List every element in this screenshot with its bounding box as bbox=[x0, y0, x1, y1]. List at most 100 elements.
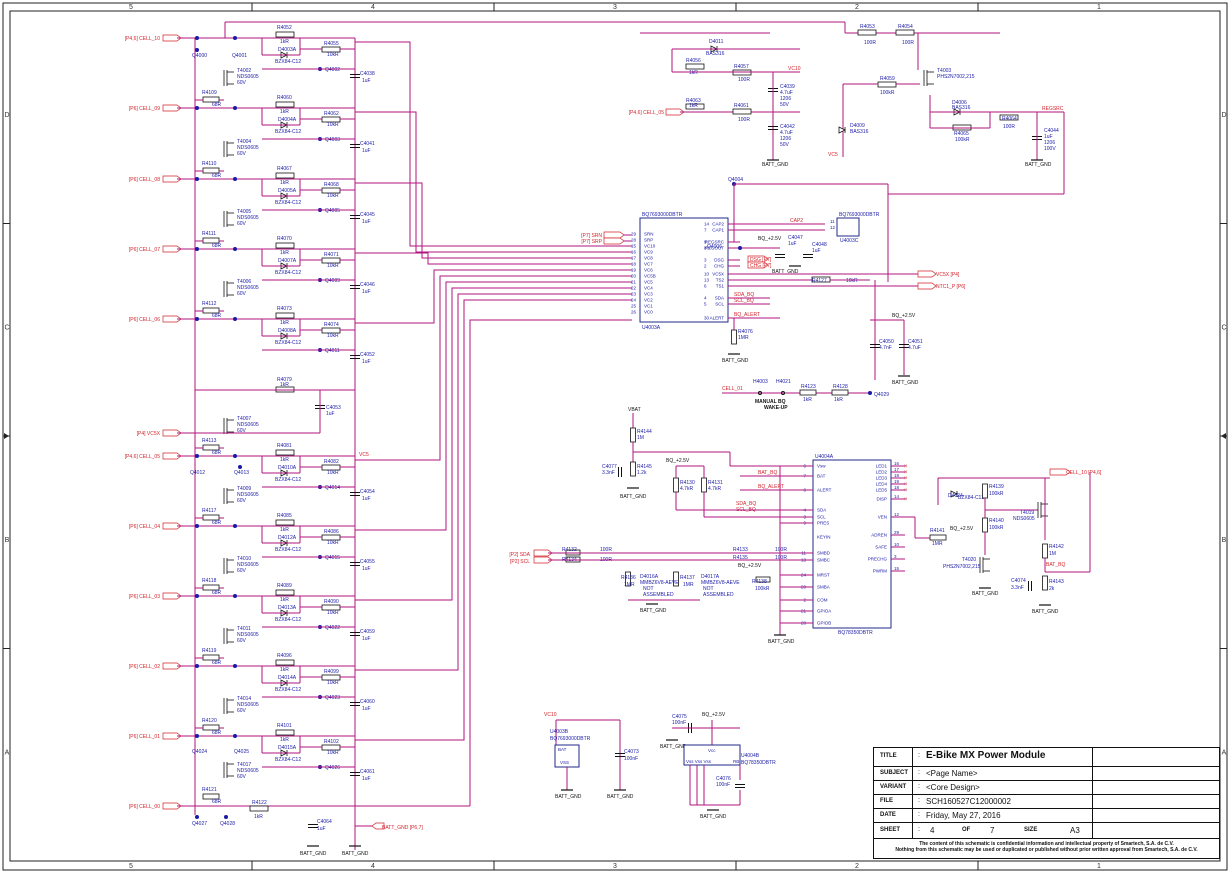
srn-flag bbox=[603, 231, 625, 239]
pin-number: 10 bbox=[894, 542, 900, 547]
pin-number: 18 bbox=[894, 473, 900, 478]
ref-label: R4101 bbox=[277, 723, 292, 729]
net-label: BATT_GND [P6,7] bbox=[382, 825, 423, 831]
value-label: 4.7nF bbox=[879, 345, 892, 351]
zone-row-label: C bbox=[4, 325, 9, 332]
value-label: 100R bbox=[738, 77, 750, 83]
resistor-symbol bbox=[1042, 543, 1048, 559]
ref-label: T4017 bbox=[237, 762, 251, 768]
value-label: MMBZ6V8-AEVE bbox=[701, 580, 740, 586]
value-label: 1kR bbox=[280, 667, 289, 673]
value-label: 100kR bbox=[989, 525, 1004, 531]
value-label: 1kR bbox=[254, 814, 263, 820]
net-label: VC10 bbox=[544, 712, 557, 718]
pin-name: GPIOB bbox=[817, 621, 831, 626]
junction-dot bbox=[233, 734, 237, 738]
chip-ref-label: BQ7693000DBTR bbox=[550, 736, 591, 742]
value-label: BZX84-C12 bbox=[275, 340, 301, 346]
value-label: MMBZ6V8-AEVE bbox=[640, 580, 679, 586]
ref-label: R4136 bbox=[621, 575, 636, 581]
ref-label: D4010A bbox=[278, 465, 297, 471]
resistor-symbol bbox=[275, 31, 295, 38]
subject-key: SUBJECT bbox=[880, 770, 909, 776]
junction-dot bbox=[738, 246, 742, 250]
ref-label: R4063 bbox=[686, 98, 701, 104]
resistor-symbol bbox=[685, 103, 705, 110]
junction-dot bbox=[238, 465, 242, 469]
value-label: BZX84-C12 bbox=[275, 270, 301, 276]
value-label: 10kR bbox=[327, 470, 339, 476]
net-label: CHG [P7] bbox=[750, 263, 772, 269]
value-label: 1uF bbox=[362, 78, 371, 84]
value-label: 1uF bbox=[362, 496, 371, 502]
vc-rail bbox=[355, 252, 632, 265]
junction-dot bbox=[868, 391, 872, 395]
resistor-symbol bbox=[275, 172, 295, 179]
confidentiality-notice: The content of this schematic is confide… bbox=[874, 841, 1219, 853]
net-label: [P7] SRN bbox=[581, 233, 602, 239]
vc5x-flag bbox=[162, 429, 182, 437]
ref-label: C4048 bbox=[812, 242, 827, 248]
ntc-flag bbox=[917, 282, 937, 290]
zone-row-label: B bbox=[1222, 537, 1227, 544]
value-label: 1uF bbox=[362, 148, 371, 154]
value-label: 100nF bbox=[672, 720, 686, 726]
value-label: 1MR bbox=[624, 582, 635, 588]
nc-marker: × bbox=[904, 470, 908, 476]
ref-label: R4060 bbox=[277, 95, 292, 101]
ref-label: R4127 bbox=[812, 278, 827, 284]
nc-marker: × bbox=[904, 476, 908, 482]
resistor-symbol bbox=[673, 477, 679, 493]
ground-label: BATT_GND bbox=[1025, 162, 1052, 168]
ground-label: BATT_GND bbox=[768, 639, 795, 645]
zone-row-label: D bbox=[1221, 112, 1226, 119]
resistor-symbol bbox=[685, 63, 705, 70]
ref-label: R4143 bbox=[1049, 579, 1064, 585]
pin-name: VC8 bbox=[644, 256, 653, 261]
wakeup-label: MANUAL BQ bbox=[755, 399, 786, 405]
sda-flag bbox=[533, 549, 553, 557]
gauge-unit-b-body bbox=[683, 744, 741, 766]
pin-name: VSS bbox=[560, 760, 569, 765]
value-label: 10kR bbox=[327, 52, 339, 58]
value-label: 1kR bbox=[803, 397, 812, 403]
resistor-symbol bbox=[275, 729, 295, 736]
value-label: 1206 bbox=[1044, 140, 1055, 146]
value-label: 1uF bbox=[326, 411, 335, 417]
pin-number: 19 bbox=[631, 268, 637, 273]
ref-label: R4081 bbox=[277, 443, 292, 449]
testpoint-label: Q4027 bbox=[192, 821, 207, 827]
value-label: 1kR bbox=[280, 250, 289, 256]
note-label: ASSEMBLED bbox=[703, 592, 734, 598]
gauge-chip-body bbox=[812, 459, 892, 629]
resistor-symbol bbox=[982, 483, 988, 499]
ref-label: R4119 bbox=[202, 648, 217, 654]
ref-label: R4054 bbox=[898, 24, 913, 30]
pin-name: LED1 bbox=[876, 464, 888, 469]
pin-number: 28 bbox=[631, 238, 637, 243]
value-label: 1kR bbox=[280, 320, 289, 326]
value-label: 100R bbox=[864, 40, 876, 46]
value-label: 100R bbox=[775, 547, 787, 553]
ref-label: R4082 bbox=[324, 459, 339, 465]
value-label: 2k bbox=[1049, 586, 1055, 592]
pin-number: 11 bbox=[830, 219, 835, 224]
pin-name: VEN bbox=[878, 515, 887, 520]
pin-number: 19 bbox=[894, 479, 900, 484]
vc-rail bbox=[355, 275, 632, 461]
resistor-symbol bbox=[673, 571, 679, 587]
cell-input-flag bbox=[162, 34, 182, 42]
vc-rail bbox=[355, 41, 632, 247]
pin-number: 12 bbox=[894, 512, 900, 517]
ref-label: T4003 bbox=[937, 68, 951, 74]
value-label: 60V bbox=[237, 774, 247, 780]
ref-label: C4038 bbox=[360, 71, 375, 77]
ref-label: R4144 bbox=[637, 429, 652, 435]
pin-name: DISP bbox=[876, 497, 887, 502]
note-label: NOT bbox=[703, 586, 714, 592]
value-label: BAS316 bbox=[706, 51, 725, 57]
net-label: SCL_BQ bbox=[734, 298, 754, 304]
value-label: 1kR bbox=[280, 457, 289, 463]
ref-label: H4003 bbox=[753, 379, 768, 385]
value-label: 1.2k bbox=[637, 470, 647, 476]
